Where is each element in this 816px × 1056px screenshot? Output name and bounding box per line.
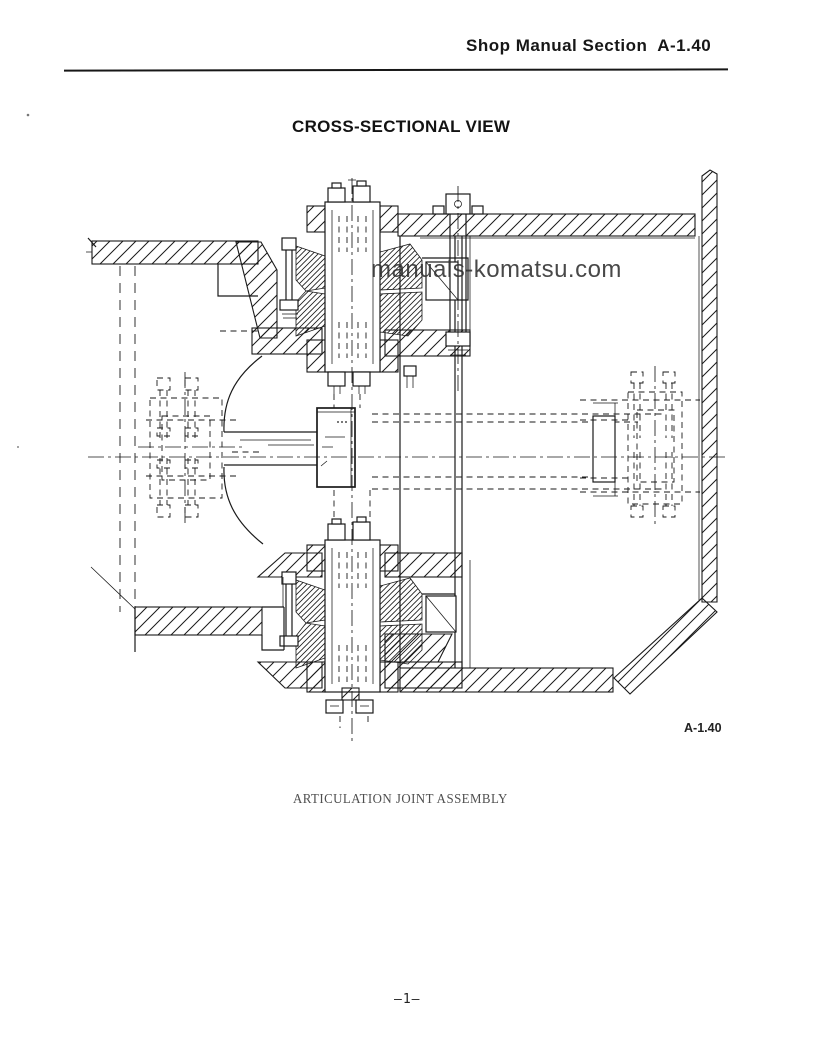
- upper-pin-assembly: [251, 179, 471, 395]
- center-shaft: [88, 355, 726, 545]
- left-bearing-hidden: [119, 266, 245, 612]
- right-bearing-hidden: [580, 366, 700, 525]
- scan-specks: [17, 113, 30, 448]
- front-frame-upper-beam: [86, 237, 278, 339]
- section-title: CROSS-SECTIONAL VIEW: [292, 117, 511, 136]
- front-frame-lower-beam: [90, 566, 614, 693]
- figure-ref-label: A-1.40: [684, 721, 722, 735]
- rear-frame: [397, 169, 718, 695]
- watermark-text: manuals-komatsu.com: [371, 256, 622, 283]
- lower-pin-assembly: [256, 516, 463, 728]
- figure-caption: ARTICULATION JOINT ASSEMBLY: [293, 792, 508, 807]
- header-title: Shop Manual Section A-1.40: [466, 36, 712, 55]
- page-number: –1–: [394, 992, 421, 1007]
